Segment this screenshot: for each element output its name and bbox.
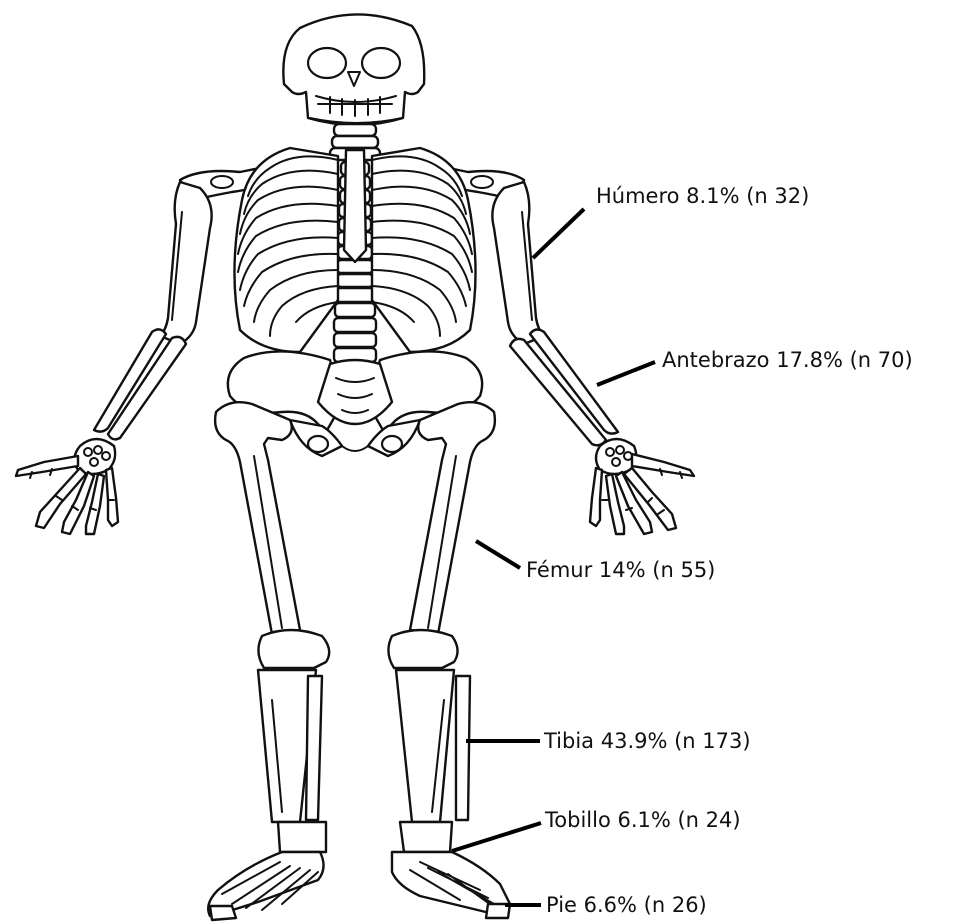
tibia-label: Tibia 43.9% (n 173)	[543, 729, 751, 753]
left-foot-illustration	[208, 822, 326, 920]
antebrazo-label: Antebrazo 17.8% (n 70)	[662, 348, 913, 372]
right-arm-illustration	[492, 182, 618, 445]
left-arm-illustration	[94, 182, 212, 439]
femur-leader-line	[476, 541, 520, 568]
right-leg-illustration	[388, 402, 494, 822]
right-hand-illustration	[590, 439, 694, 534]
femur-label: Fémur 14% (n 55)	[526, 558, 715, 582]
tobillo-label: Tobillo 6.1% (n 24)	[544, 808, 741, 832]
left-leg-illustration	[215, 402, 329, 822]
fracture-labels: Húmero 8.1% (n 32) Antebrazo 17.8% (n 70…	[526, 184, 913, 917]
humero-leader-line	[533, 209, 584, 258]
humero-label: Húmero 8.1% (n 32)	[596, 184, 809, 208]
tobillo-leader-line	[452, 823, 541, 851]
antebrazo-leader-line	[597, 362, 655, 385]
left-hand-illustration	[16, 439, 118, 534]
pie-label: Pie 6.6% (n 26)	[546, 893, 707, 917]
skull-illustration	[283, 14, 424, 125]
leader-lines	[452, 209, 655, 905]
